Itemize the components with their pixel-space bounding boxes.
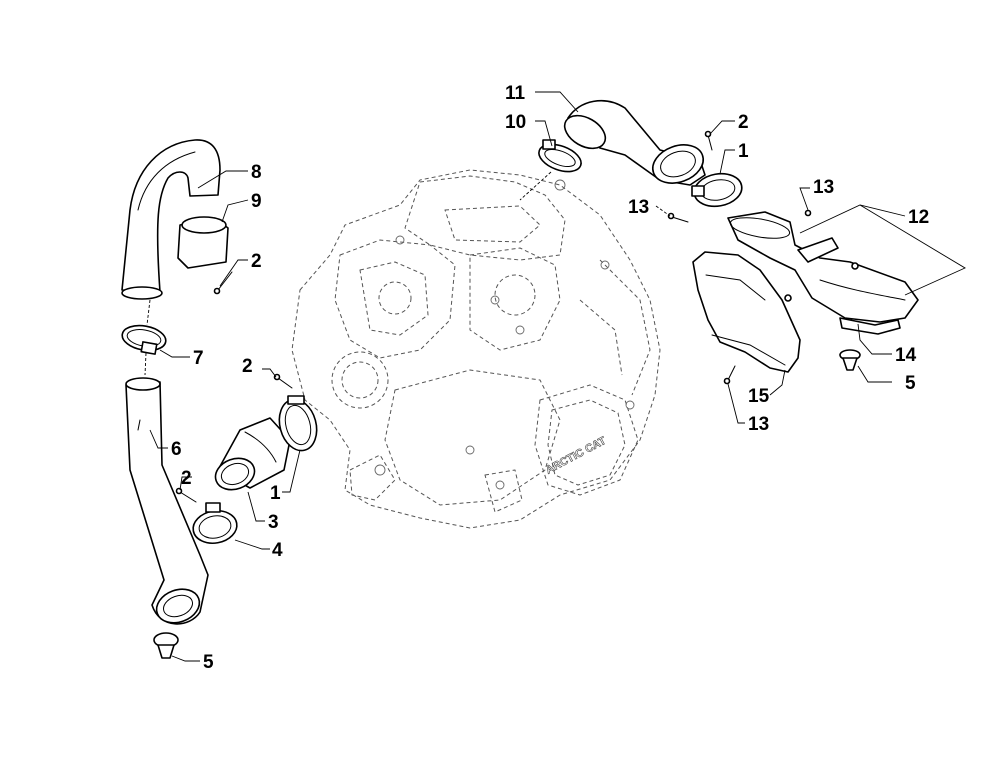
callout-6: 6 [171, 439, 182, 460]
screw-13-upper-left [667, 212, 689, 223]
callout-7: 7 [193, 348, 204, 369]
upper-duct-11 [563, 100, 706, 186]
air-box-seal-14 [839, 317, 901, 335]
screw-2-lower-left [175, 487, 197, 503]
callout-8: 8 [251, 162, 262, 183]
upper-elbow-duct [121, 139, 221, 300]
leader-lines [144, 91, 966, 662]
hose-clamp-1-right [691, 172, 743, 208]
hose-clamp-1-left [278, 395, 318, 452]
screw-2-upper-left [213, 271, 233, 295]
grommet-5-right [839, 349, 861, 371]
callout-13: 13 [813, 177, 834, 198]
engine-bolts [374, 179, 635, 490]
hose-clamp-4 [192, 502, 238, 545]
callout-11: 11 [505, 83, 526, 104]
lower-duct-6 [125, 377, 209, 625]
callout-2: 2 [181, 468, 192, 489]
callout-13: 13 [628, 197, 649, 218]
callout-2: 2 [738, 112, 749, 133]
air-box-lower-15 [692, 251, 801, 373]
callout-2: 2 [242, 356, 253, 377]
callout-9: 9 [251, 191, 262, 212]
callout-1: 1 [738, 141, 749, 162]
callout-12: 12 [908, 207, 929, 228]
callout-14: 14 [895, 345, 917, 366]
duct-adapter-9 [177, 216, 229, 269]
callout-13: 13 [748, 414, 769, 435]
callout-5: 5 [203, 652, 214, 673]
air-box-upper-12 [727, 211, 919, 323]
engine-phantom: ARCTIC CAT [291, 169, 661, 529]
callout-labels: 8 9 2 7 2 6 2 1 3 4 5 11 10 2 1 13 13 12… [171, 83, 929, 673]
callout-10: 10 [505, 112, 526, 133]
screw-2-upper-right [704, 130, 713, 151]
grommet-5-lower [153, 632, 179, 659]
screw-2-mid [273, 373, 293, 389]
screw-13-right [804, 209, 812, 217]
engine-brand-mark: ARCTIC CAT [544, 435, 609, 477]
callout-1: 1 [270, 483, 281, 504]
hose-clamp-7 [121, 324, 167, 355]
hose-clamp-10 [538, 139, 582, 173]
callout-15: 15 [748, 386, 770, 407]
callout-5: 5 [905, 373, 916, 394]
callout-2: 2 [251, 251, 262, 272]
callout-3: 3 [268, 512, 279, 533]
callout-4: 4 [272, 540, 283, 561]
screw-13-lower [723, 365, 736, 385]
